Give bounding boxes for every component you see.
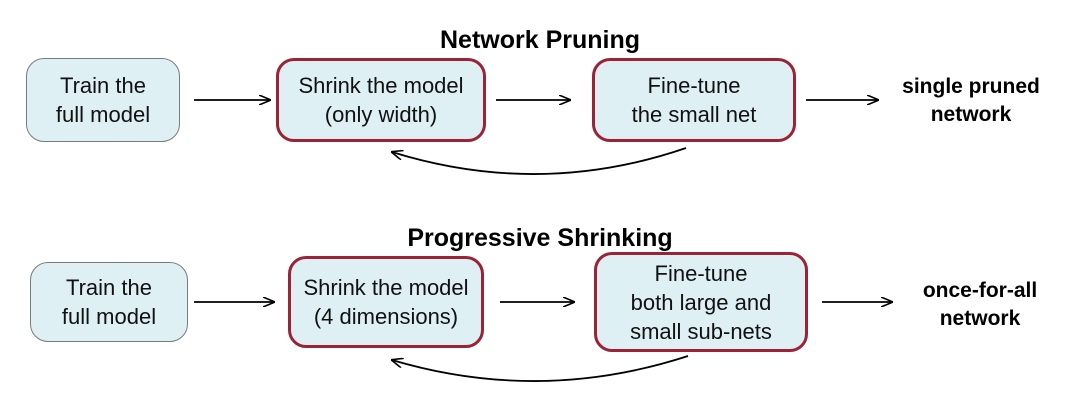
pruning-finetune-box: Fine-tune the small net — [592, 58, 796, 142]
progressive-train-label: Train the full model — [61, 275, 157, 329]
progressive-title: Progressive Shrinking — [407, 224, 673, 252]
progressive-train-box: Train the full model — [30, 262, 188, 342]
progressive-shrink-label: Shrink the model (4 dimensions) — [303, 275, 469, 329]
progressive-finetune-label: Fine-tune both large and small sub-nets — [630, 260, 772, 344]
feedback-arrow-top — [392, 147, 687, 175]
progressive-shrink-box: Shrink the model (4 dimensions) — [288, 256, 484, 348]
pruning-train-box: Train the full model — [26, 58, 180, 142]
progressive-finetune-box: Fine-tune both large and small sub-nets — [594, 252, 808, 352]
pruning-result: single pruned network — [902, 75, 1040, 126]
pruning-shrink-box: Shrink the model (only width) — [276, 58, 486, 142]
pruning-finetune-label: Fine-tune the small net — [631, 73, 757, 127]
pruning-title: Network Pruning — [439, 26, 640, 54]
feedback-arrow-bottom — [392, 355, 689, 382]
progressive-result: once-for-all network — [922, 279, 1038, 330]
pruning-shrink-label: Shrink the model (only width) — [298, 73, 464, 127]
pruning-train-label: Train the full model — [55, 73, 151, 127]
